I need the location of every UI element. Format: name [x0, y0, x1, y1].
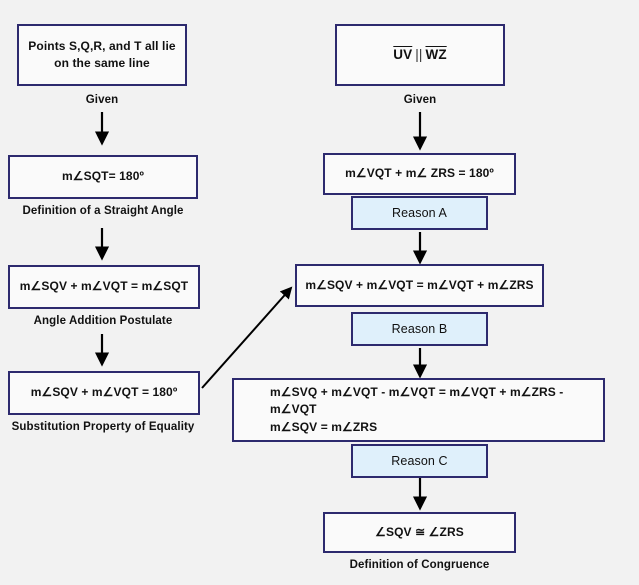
reason-a-box[interactable]: Reason A	[351, 196, 488, 230]
right-caption-given: Given	[403, 94, 437, 106]
right-box-congruence: ∠SQV ≅ ∠ZRS	[323, 512, 516, 553]
left-caption-substitution: Substitution Property of Equality	[11, 421, 195, 433]
right-caption-congruence: Definition of Congruence	[349, 559, 490, 571]
right-box-congruence-text: ∠SQV ≅ ∠ZRS	[375, 524, 464, 539]
reason-c-box[interactable]: Reason C	[351, 444, 488, 478]
left-caption-straight-angle: Definition of a Straight Angle	[22, 205, 184, 217]
segment-wz-label: WZ	[425, 47, 447, 63]
left-box-given-points-line1: Points S,Q,R, and T all lie	[28, 38, 176, 53]
reason-a-label: Reason A	[391, 205, 447, 220]
left-box-given-points: Points S,Q,R, and T all lie on the same …	[17, 24, 187, 86]
reason-b-label: Reason B	[391, 321, 448, 336]
reason-c-label: Reason C	[391, 453, 448, 468]
left-box-substitution: m∠SQV + m∠VQT = 180º	[8, 371, 200, 415]
right-box-subtraction-line2: m∠SQV = m∠ZRS	[270, 419, 378, 434]
left-box-straight-angle-text: m∠SQT= 180º	[62, 169, 144, 184]
left-box-given-points-line2: on the same line	[54, 56, 150, 70]
right-box-given-parallel: UV||WZ	[335, 24, 505, 86]
left-caption-given: Given	[85, 94, 119, 106]
right-box-supplementary: m∠VQT + m∠ ZRS = 180º	[323, 153, 516, 195]
right-box-subtraction: m∠SVQ + m∠VQT - m∠VQT = m∠VQT + m∠ZRS - …	[232, 378, 605, 442]
arrow-diagonal-substitution-to-equation	[201, 286, 293, 389]
right-box-supplementary-text: m∠VQT + m∠ ZRS = 180º	[345, 166, 494, 181]
left-box-straight-angle: m∠SQT= 180º	[8, 155, 198, 199]
reason-b-box[interactable]: Reason B	[351, 312, 488, 346]
left-box-angle-addition-text: m∠SQV + m∠VQT = m∠SQT	[19, 279, 189, 294]
parallel-symbol: ||	[415, 47, 423, 63]
right-box-equation-text: m∠SQV + m∠VQT = m∠VQT + m∠ZRS	[305, 277, 534, 292]
right-box-subtraction-line1: m∠SVQ + m∠VQT - m∠VQT = m∠VQT + m∠ZRS - …	[270, 384, 564, 417]
left-box-angle-addition: m∠SQV + m∠VQT = m∠SQT	[8, 265, 200, 309]
right-box-equation: m∠SQV + m∠VQT = m∠VQT + m∠ZRS	[295, 264, 544, 307]
segment-uv-label: UV	[393, 47, 413, 63]
left-caption-angle-addition: Angle Addition Postulate	[33, 315, 173, 327]
left-box-substitution-text: m∠SQV + m∠VQT = 180º	[30, 385, 178, 400]
